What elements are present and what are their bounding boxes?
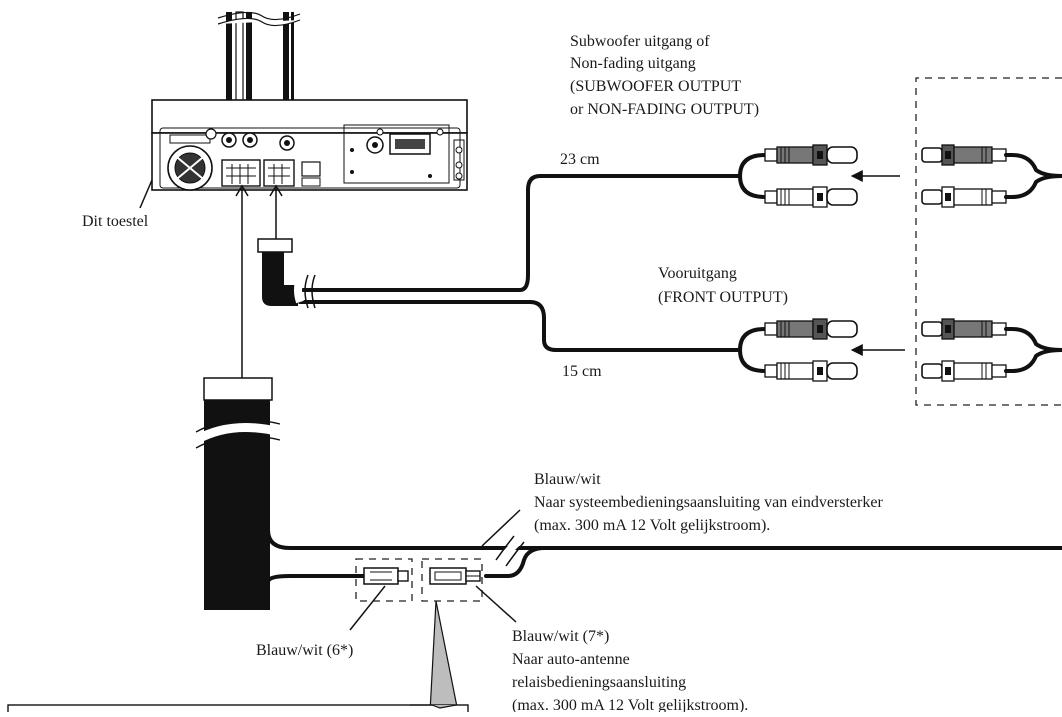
label-subwoofer-2: Non-fading uitgang	[570, 55, 696, 72]
label-subwoofer-1: Subwoofer uitgang of	[570, 33, 710, 50]
wiring-harness	[193, 377, 1062, 610]
label-bw7-2: Naar auto-antenne	[512, 651, 630, 668]
callout	[7, 600, 469, 717]
amplifier-box	[915, 77, 1062, 406]
antenna-cables	[217, 11, 301, 142]
label-bw-1: Blauw/wit	[534, 471, 601, 488]
label-length-23: 23 cm	[560, 151, 600, 168]
label-front-1: Vooruitgang	[658, 265, 737, 282]
label-bw-3: (max. 300 mA 12 Volt gelijkstroom).	[534, 517, 770, 534]
label-bw-2: Naar systeembedieningsaansluiting van ei…	[534, 494, 883, 511]
label-front-2: (FRONT OUTPUT)	[658, 289, 788, 306]
label-bw7-3: relaisbedieningsaansluiting	[512, 674, 686, 691]
label-bw6: Blauw/wit (6*)	[256, 642, 353, 659]
label-length-15: 15 cm	[562, 363, 602, 380]
label-subwoofer-3: (SUBWOOFER OUTPUT	[570, 78, 741, 95]
front-output-connectors	[738, 318, 858, 382]
rca-adapter-cable	[257, 174, 742, 352]
subwoofer-output-connectors	[738, 144, 858, 208]
connector-leaders	[139, 179, 283, 380]
label-subwoofer-4: or NON-FADING OUTPUT)	[570, 101, 759, 118]
label-bw7-4: (max. 300 mA 12 Volt gelijkstroom).	[512, 697, 748, 712]
label-bw7-1: Blauw/wit (7*)	[512, 628, 609, 645]
label-unit: Dit toestel	[82, 213, 149, 230]
bullet-connectors	[355, 558, 483, 602]
head-unit	[151, 99, 468, 191]
label-leaders	[349, 509, 521, 631]
